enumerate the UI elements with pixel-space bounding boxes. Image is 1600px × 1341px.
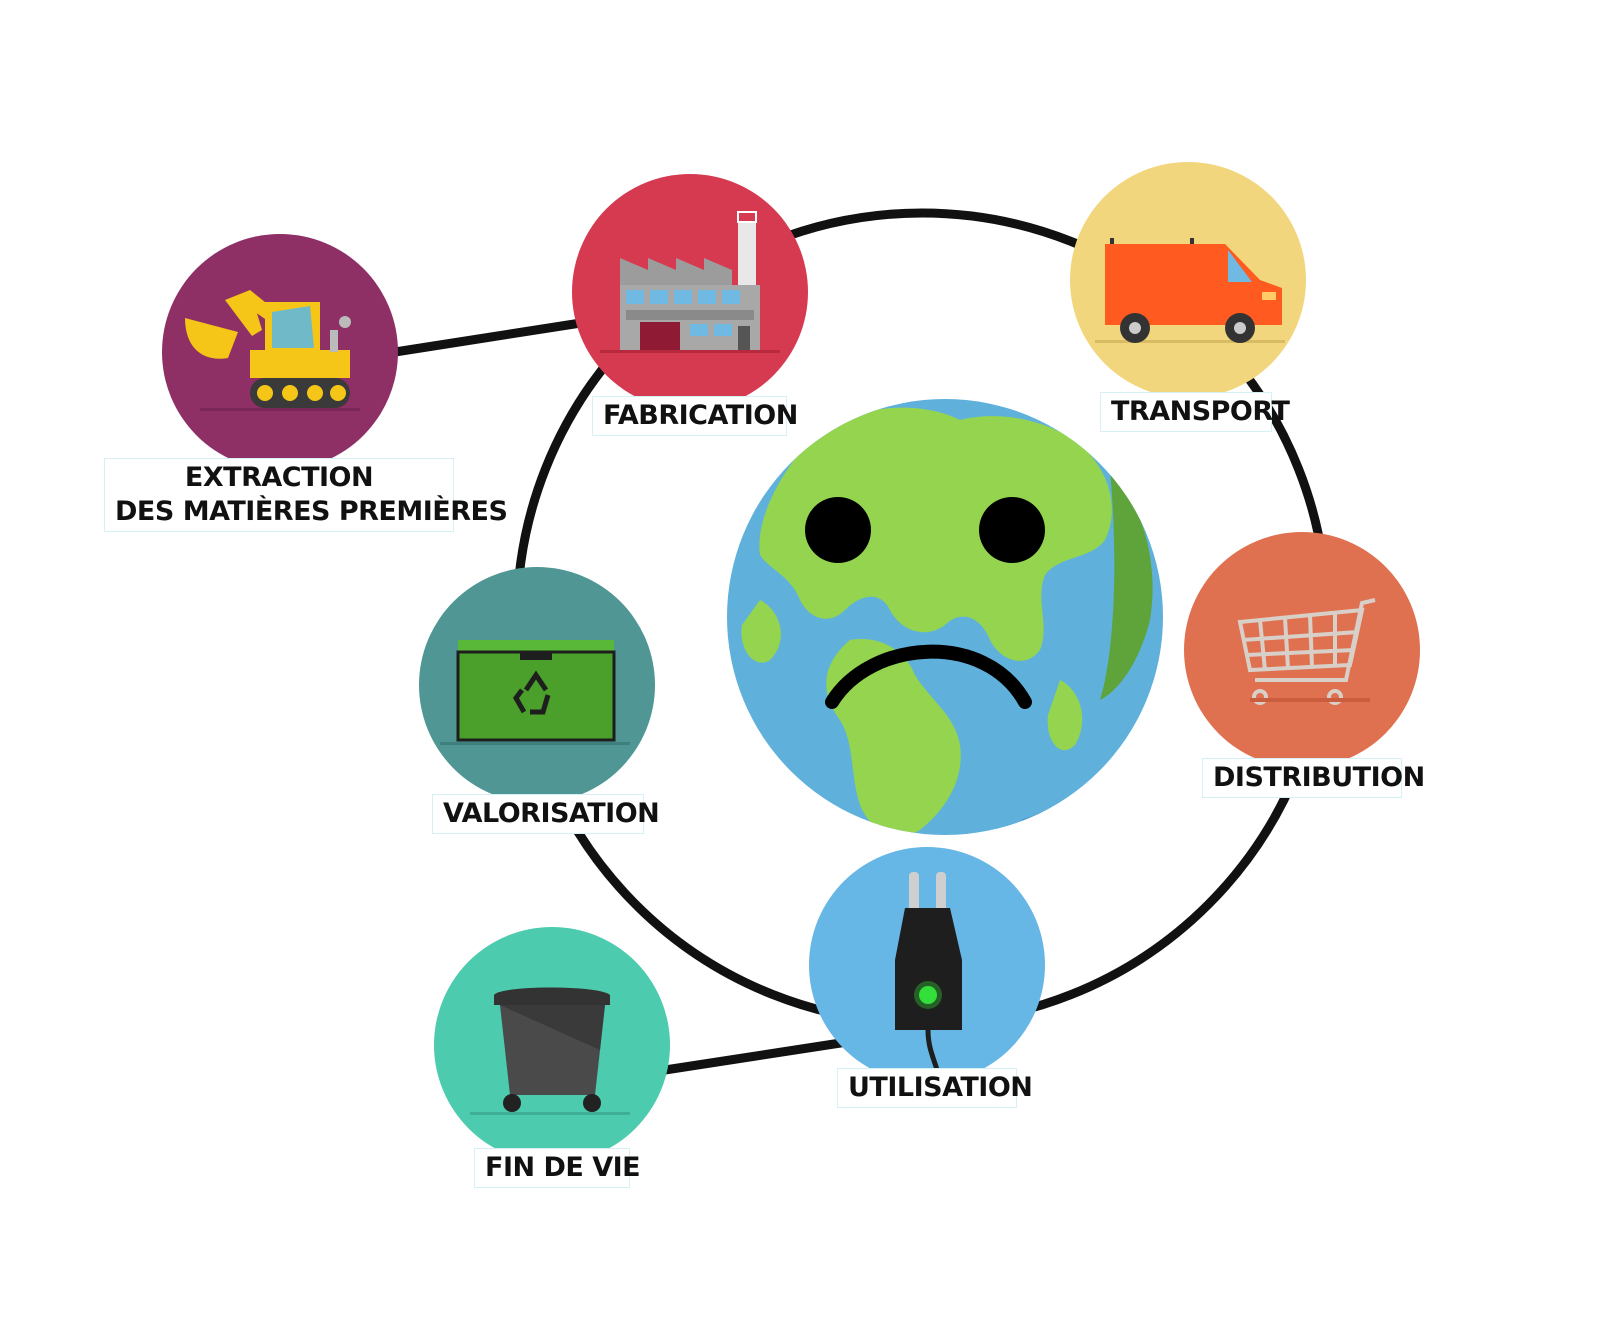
fabrication-node — [572, 174, 808, 410]
utilisation-node — [809, 847, 1045, 1083]
earth-frown — [825, 644, 1032, 709]
fabrication-label: FABRICATION — [592, 396, 798, 436]
utilisation-label: UTILISATION — [837, 1068, 1033, 1108]
delivery-van-icon — [1095, 238, 1285, 343]
transport-label: TRANSPORT — [1100, 392, 1290, 432]
fin-de-vie-label-text: FIN DE VIE — [485, 1152, 641, 1183]
extraction-node — [162, 234, 398, 470]
extraction-label-line2: DES MATIÈRES PREMIÈRES — [115, 496, 508, 527]
fin-de-vie-node — [434, 927, 670, 1163]
valorisation-node — [419, 567, 655, 803]
utilisation-label-text: UTILISATION — [848, 1072, 1033, 1103]
valorisation-label: VALORISATION — [432, 794, 660, 834]
fin-de-vie-connector — [664, 1035, 861, 1075]
extraction-connector — [394, 315, 601, 357]
extraction-label-line1: EXTRACTION — [184, 462, 374, 493]
shopping-cart-icon — [1237, 598, 1376, 705]
extraction-label: EXTRACTION DES MATIÈRES PREMIÈRES — [104, 458, 508, 532]
fin-de-vie-label: FIN DE VIE — [474, 1148, 641, 1188]
distribution-label-text: DISTRIBUTION — [1213, 762, 1425, 793]
transport-label-text: TRANSPORT — [1111, 396, 1290, 427]
fabrication-label-text: FABRICATION — [603, 400, 798, 431]
earth-right-eye — [979, 497, 1045, 563]
excavator-icon — [185, 290, 360, 411]
distribution-label: DISTRIBUTION — [1202, 758, 1425, 798]
power-plug-icon — [895, 872, 962, 1081]
distribution-node — [1184, 532, 1420, 768]
earth-left-eye — [805, 497, 871, 563]
transport-node — [1070, 162, 1306, 398]
sad-earth-icon — [727, 399, 1163, 835]
valorisation-label-text: VALORISATION — [443, 798, 660, 829]
factory-icon — [600, 211, 780, 353]
trash-container-icon — [470, 987, 630, 1115]
recycling-bin-icon — [440, 640, 630, 745]
